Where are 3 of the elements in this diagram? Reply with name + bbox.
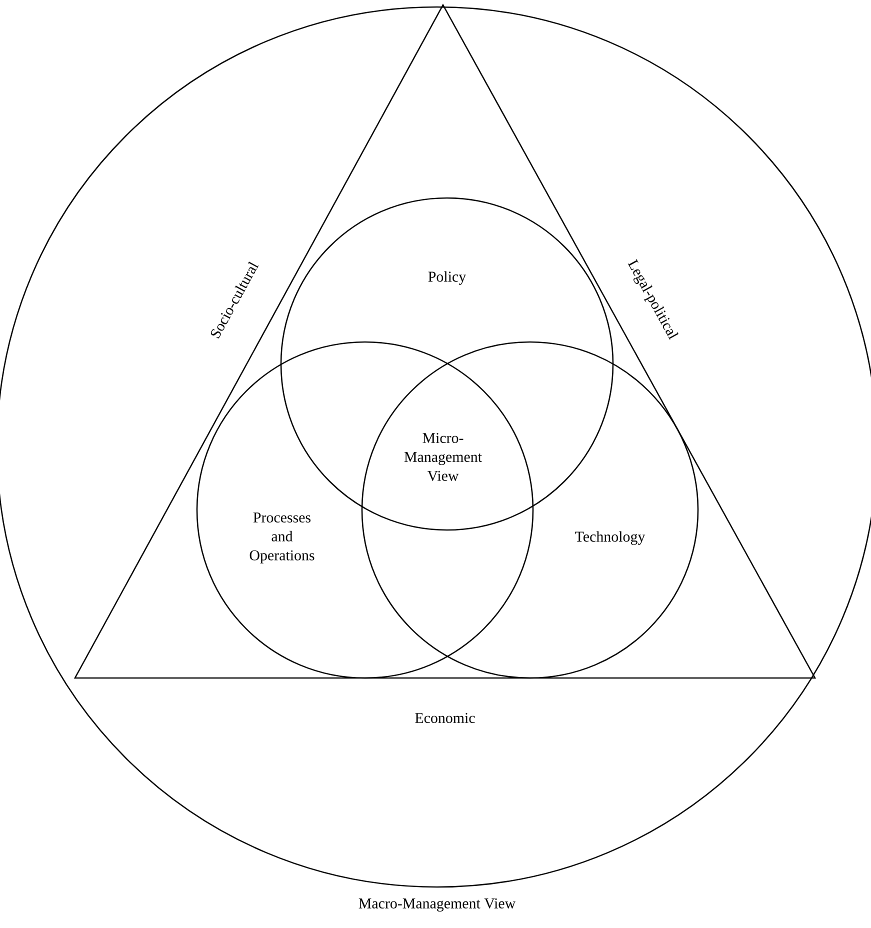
node-label: Macro-Management View xyxy=(358,898,516,912)
center-label: Micro-Management View xyxy=(404,433,482,481)
node-label: Economic xyxy=(415,712,475,724)
